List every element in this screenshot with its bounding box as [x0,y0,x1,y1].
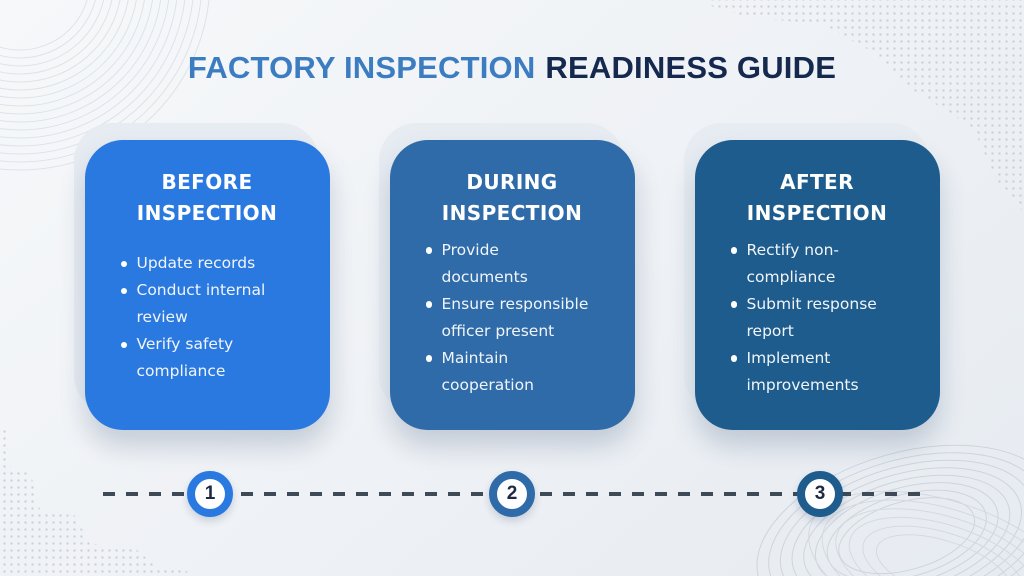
title-part-blue: FACTORY INSPECTION [187,50,536,85]
card-during-body: DURING INSPECTION Provide documents Ensu… [389,140,635,430]
page-title: FACTORY INSPECTION READINESS GUIDE [0,50,1024,86]
timeline-step-1-number: 1 [204,483,216,504]
list-item: Implement improvements [730,345,920,399]
card-before-title: BEFORE INSPECTION [105,167,310,229]
card-before-body: BEFORE INSPECTION Update records Conduct… [84,140,330,430]
card-after-body: AFTER INSPECTION Rectify non- compliance… [694,140,940,430]
card-before-title-line1: BEFORE [161,170,253,194]
timeline-step-1-badge: 1 [187,471,233,517]
list-item: Rectify non- compliance [730,237,920,291]
card-after-title-line2: INSPECTION [746,201,888,225]
list-item: Conduct internal review [120,277,310,331]
list-item: Provide documents [425,237,615,291]
timeline-step-3-number: 3 [814,483,826,504]
timeline-step-2-number: 2 [506,483,518,504]
list-item: Update records [120,250,310,277]
timeline: 1 2 3 [0,471,1024,517]
list-item: Verify safety compliance [120,331,310,385]
cards-row: BEFORE INSPECTION Update records Conduct… [0,140,1024,430]
card-during-title: DURING INSPECTION [410,167,615,229]
title-part-navy: READINESS GUIDE [545,50,837,85]
card-after-inspection: AFTER INSPECTION Rectify non- compliance… [694,140,940,430]
timeline-step-3-badge: 3 [797,471,843,517]
card-after-title-line1: AFTER [780,170,854,194]
card-before-list: Update records Conduct internal review V… [105,250,310,385]
card-before-inspection: BEFORE INSPECTION Update records Conduct… [84,140,330,430]
card-after-list: Rectify non- compliance Submit response … [715,237,920,399]
list-item: Submit response report [730,291,920,345]
card-during-inspection: DURING INSPECTION Provide documents Ensu… [389,140,635,430]
timeline-step-2-badge: 2 [489,471,535,517]
list-item: Maintain cooperation [425,345,615,399]
card-before-title-line2: INSPECTION [136,201,278,225]
card-during-list: Provide documents Ensure responsible off… [410,237,615,399]
card-after-title: AFTER INSPECTION [715,167,920,229]
card-during-title-line2: INSPECTION [441,201,583,225]
list-item: Ensure responsible officer present [425,291,615,345]
card-during-title-line1: DURING [466,170,558,194]
